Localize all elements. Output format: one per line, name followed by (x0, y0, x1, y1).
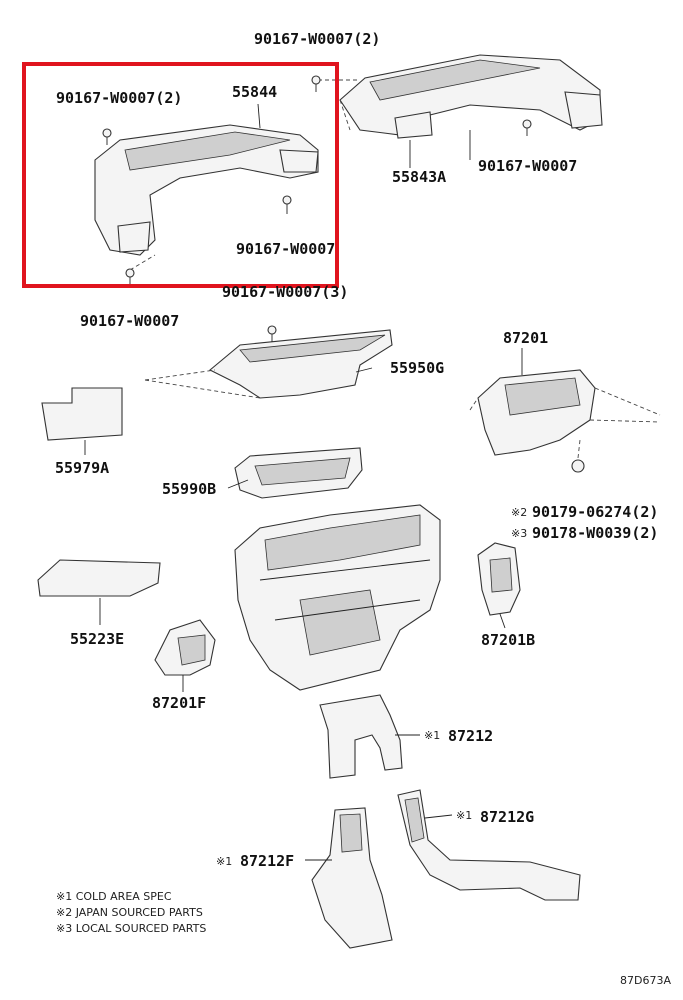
label-90179-06274-2: 90179-06274(2) (532, 503, 658, 521)
label-87201b: 87201B (481, 631, 535, 649)
label-90167-w0007-2-top: 90167-W0007(2) (254, 30, 380, 48)
filter-55990b[interactable] (234, 447, 363, 499)
label-90167-w0007-right: 90167-W0007 (478, 157, 577, 175)
label-55979a: 55979A (55, 459, 109, 477)
screw-icon (102, 128, 292, 286)
duct-55844[interactable] (94, 124, 319, 271)
pad-55979a[interactable] (41, 387, 123, 441)
mark-cold-area-3: ※1 (216, 855, 232, 868)
panel-55223e[interactable] (37, 559, 161, 597)
label-90178-w0039-2: 90178-W0039(2) (532, 524, 658, 542)
label-55223e: 55223E (70, 630, 124, 648)
duct-87212g[interactable] (397, 789, 581, 901)
mark-cold-area-1: ※1 (424, 729, 440, 742)
label-87201: 87201 (503, 329, 548, 347)
duct-87201b[interactable] (477, 542, 521, 616)
diagram-code: 87D673A (620, 974, 671, 987)
highlight-box (22, 62, 339, 288)
label-87212: 87212 (448, 727, 493, 745)
screw-icon (311, 75, 532, 136)
duct-87201f[interactable] (154, 619, 216, 676)
mark-local-sourced: ※3 (511, 527, 527, 540)
label-55990b: 55990B (162, 480, 216, 498)
leader-lines (84, 103, 523, 861)
label-55950g: 55950G (390, 359, 444, 377)
label-87212g: 87212G (480, 808, 534, 826)
heater-unit[interactable] (234, 504, 441, 691)
screw-icon (267, 325, 277, 342)
label-87201f: 87201F (152, 694, 206, 712)
duct-87201[interactable] (469, 369, 661, 459)
mark-japan-sourced: ※2 (511, 506, 527, 519)
duct-87212[interactable] (319, 694, 403, 779)
label-90167-w0007-3: 90167-W0007(3) (222, 283, 348, 301)
label-55843a: 55843A (392, 168, 446, 186)
clip-icon (571, 459, 585, 473)
legend-line-1: ※1 COLD AREA SPEC (56, 890, 172, 903)
mark-cold-area-2: ※1 (456, 809, 472, 822)
duct-55950g[interactable] (144, 329, 393, 399)
label-90167-w0007-box: 90167-W0007 (236, 240, 335, 258)
duct-87212f[interactable] (311, 807, 393, 949)
legend-line-2: ※2 JAPAN SOURCED PARTS (56, 906, 203, 919)
legend-line-3: ※3 LOCAL SOURCED PARTS (56, 922, 206, 935)
label-90167-w0007-lower: 90167-W0007 (80, 312, 179, 330)
label-90167-w0007-2-left: 90167-W0007(2) (56, 89, 182, 107)
label-87212f: 87212F (240, 852, 294, 870)
duct-55843a[interactable] (318, 54, 603, 139)
label-55844: 55844 (232, 83, 277, 101)
